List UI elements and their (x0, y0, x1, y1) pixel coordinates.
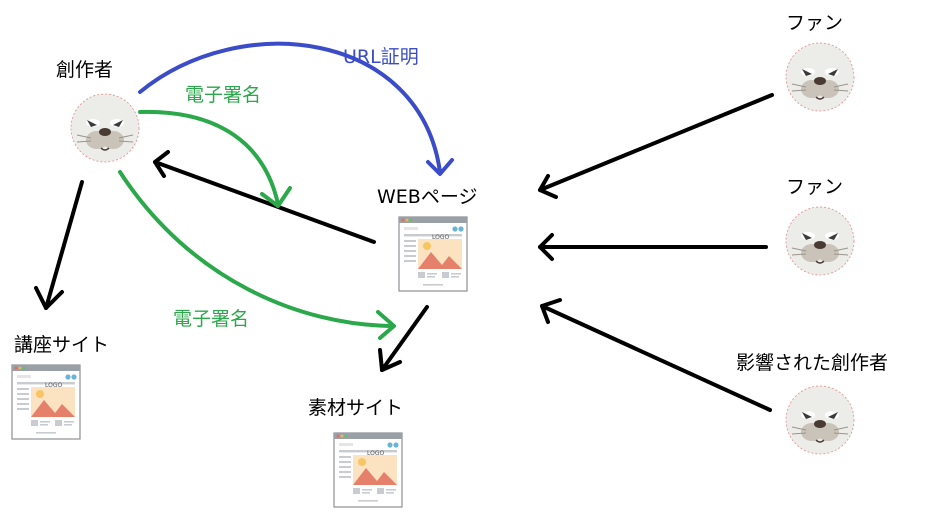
influenced-creator-avatar (785, 385, 855, 455)
arrow-signature-top (138, 109, 280, 206)
arrow-signature-bottom-head (376, 310, 396, 340)
influenced-creator-label: 影響された創作者 (736, 352, 889, 374)
arrow-creator-to-course (44, 180, 84, 310)
creator-avatar (70, 93, 140, 163)
arrow-webpage-to-creator-head (153, 150, 170, 178)
signature-top-label: 電子署名 (185, 84, 262, 106)
arrow-fan-mid-to-webpage-head (538, 233, 554, 261)
arrow-creator-to-course-head (34, 286, 64, 310)
course-site-label: 講座サイト (14, 334, 110, 356)
arrow-influenced-to-webpage-head (540, 298, 562, 324)
creator-label: 創作者 (56, 59, 114, 81)
fan-top-label: ファン (786, 12, 844, 34)
fan-mid-avatar (785, 206, 855, 276)
arrow-url-proof (138, 41, 442, 174)
arrow-signature-bottom (118, 170, 394, 328)
arrow-webpage-to-material (380, 305, 429, 372)
arrow-influenced-to-webpage (540, 304, 772, 412)
arrow-webpage-to-creator (153, 160, 376, 244)
material-site-logo-text: LOGO (367, 450, 385, 457)
material-site-label: 素材サイト (308, 397, 404, 419)
signature-bottom-label: 電子署名 (173, 308, 250, 330)
arrow-fan-top-to-webpage (538, 93, 774, 192)
webpage-icon (398, 216, 468, 292)
fan-mid-label: ファン (786, 176, 844, 198)
arrow-fan-top-to-webpage-head (538, 174, 558, 199)
webpage-logo-text: LOGO (432, 234, 450, 241)
arrow-webpage-to-material-head (378, 348, 402, 372)
arrow-signature-top-head (260, 186, 292, 208)
course-site-logo-text: LOGO (45, 382, 63, 389)
fan-top-avatar (785, 42, 855, 112)
material-site-icon (333, 432, 403, 508)
webpage-label: WEBページ (377, 186, 478, 208)
arrow-url-proof-head (426, 158, 454, 176)
course-site-icon (11, 364, 81, 440)
url-proof-label: URL証明 (343, 46, 419, 68)
